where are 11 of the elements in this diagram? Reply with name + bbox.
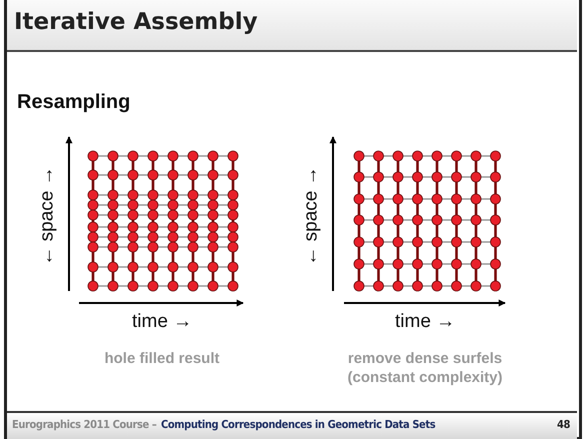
section-heading: Resampling bbox=[17, 91, 130, 114]
axis-label: ← space → bbox=[36, 166, 58, 266]
slide-title: Iterative Assembly bbox=[14, 9, 258, 35]
axis-label: ← space → bbox=[300, 166, 322, 266]
caption: hole filled result bbox=[103, 349, 221, 368]
caption: remove dense surfels (constant complexity) bbox=[346, 349, 504, 387]
axis-label: time → bbox=[395, 311, 456, 333]
axis-label: time → bbox=[132, 311, 192, 333]
footer-text: Eurographics 2011 Course – bbox=[12, 418, 156, 431]
footer-text: Computing Correspondences in Geometric Data Sets bbox=[161, 418, 436, 431]
page-number: 48 bbox=[557, 418, 570, 431]
